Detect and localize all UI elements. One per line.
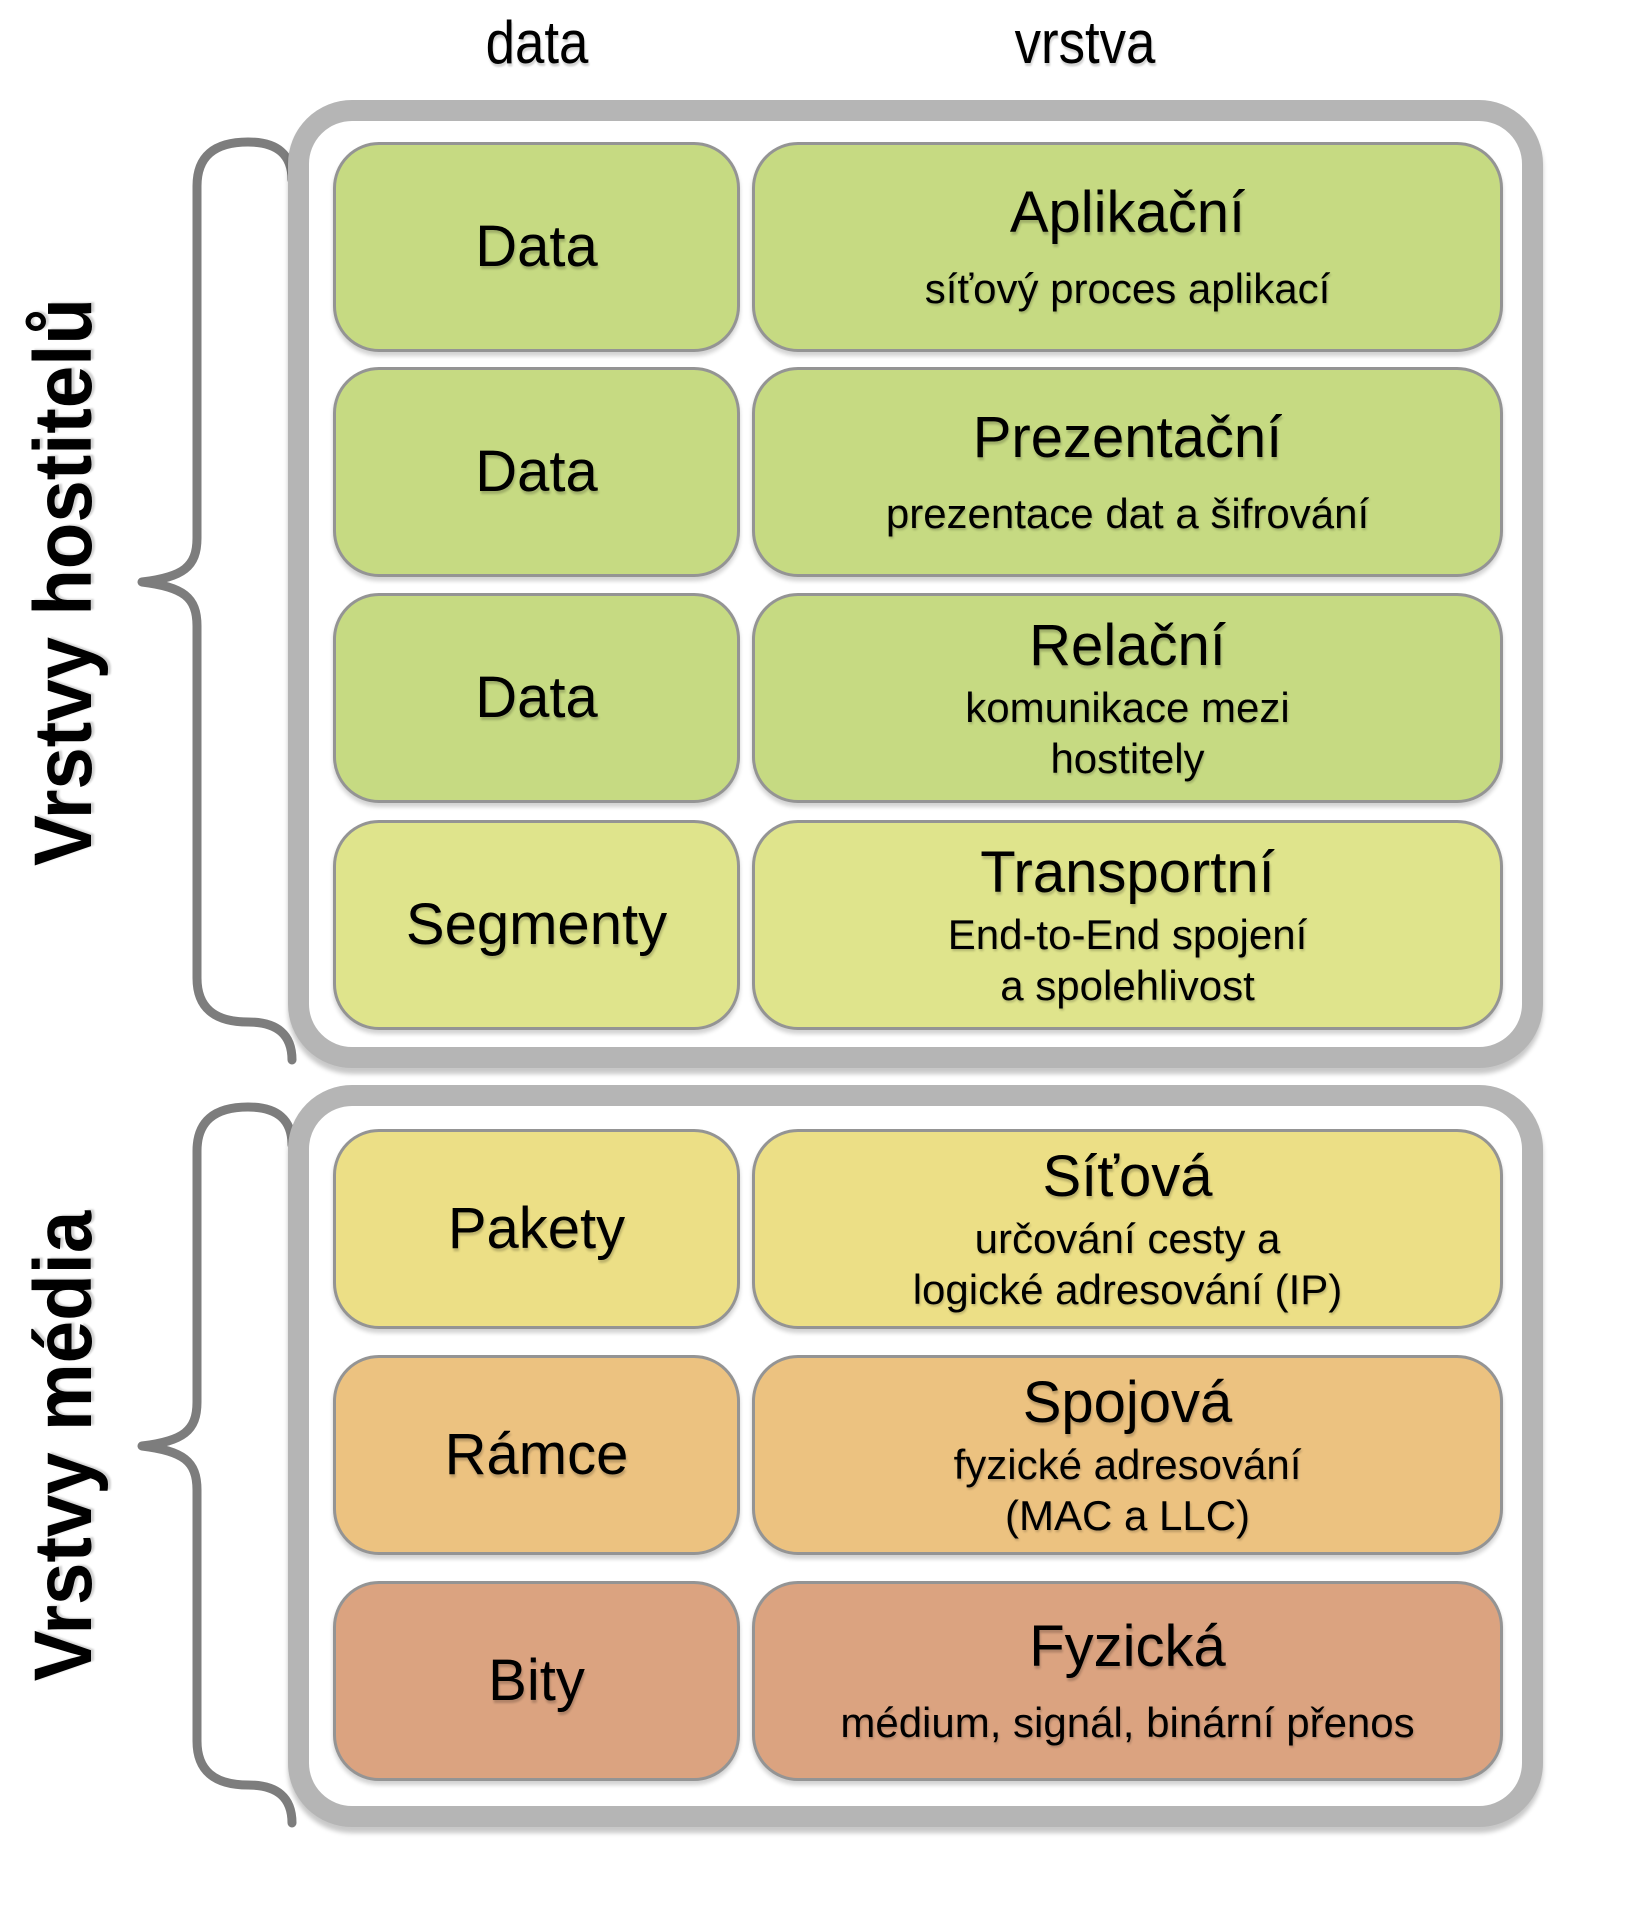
- pdu-label: Rámce: [444, 1421, 629, 1487]
- layer-row-fyzicka: Bity Fyzická médium, signál, binární pře…: [309, 1581, 1522, 1781]
- media-layers-container: Pakety Síťová určování cesty a logické a…: [288, 1085, 1543, 1827]
- layer-title: Relační: [1029, 612, 1226, 678]
- layer-description-line: síťový proces aplikací: [924, 265, 1331, 313]
- side-label-host-layers: Vrstvy hostitelů: [18, 298, 109, 866]
- host-layers-container: Data Aplikační síťový proces aplikací Da…: [288, 100, 1543, 1068]
- layer-row-sitova: Pakety Síťová určování cesty a logické a…: [309, 1129, 1522, 1329]
- layer-title: Fyzická: [1029, 1614, 1226, 1680]
- pdu-label: Bity: [488, 1647, 585, 1713]
- pdu-label: Segmenty: [405, 891, 668, 957]
- pdu-box: Bity: [333, 1581, 740, 1781]
- pdu-box: Data: [333, 142, 740, 352]
- layer-description-line: End-to-End spojení: [947, 911, 1308, 959]
- pdu-box: Rámce: [333, 1355, 740, 1555]
- layer-box: Fyzická médium, signál, binární přenos: [752, 1581, 1503, 1781]
- pdu-box: Data: [333, 367, 740, 577]
- layer-title: Síťová: [1042, 1143, 1213, 1209]
- media-layers-brace: [137, 1102, 297, 1828]
- layer-box: Relační komunikace mezi hostitely: [752, 593, 1503, 803]
- layer-description-line: komunikace mezi: [965, 684, 1290, 732]
- layer-title: Transportní: [980, 839, 1275, 905]
- layer-row-relacni: Data Relační komunikace mezi hostitely: [309, 593, 1522, 803]
- pdu-label: Data: [475, 664, 598, 730]
- layer-description-line: hostitely: [1050, 734, 1205, 782]
- layer-row-transportni: Segmenty Transportní End-to-End spojení …: [309, 820, 1522, 1030]
- layer-description-line: fyzické adresování: [953, 1441, 1302, 1489]
- layer-description-line: určování cesty a: [974, 1215, 1281, 1263]
- pdu-label: Data: [475, 213, 598, 279]
- layer-title: Aplikační: [1009, 180, 1246, 246]
- layer-box: Prezentační prezentace dat a šifrování: [752, 367, 1503, 577]
- layer-description-line: a spolehlivost: [1000, 961, 1255, 1009]
- layer-row-spojova: Rámce Spojová fyzické adresování (MAC a …: [309, 1355, 1522, 1555]
- layer-box: Síťová určování cesty a logické adresová…: [752, 1129, 1503, 1329]
- layer-title: Prezentační: [972, 405, 1283, 471]
- pdu-label: Pakety: [447, 1195, 626, 1261]
- layer-description-line: prezentace dat a šifrování: [885, 490, 1370, 538]
- layer-title: Spojová: [1022, 1369, 1233, 1435]
- host-layers-brace: [137, 137, 297, 1065]
- pdu-box: Pakety: [333, 1129, 740, 1329]
- layer-box: Aplikační síťový proces aplikací: [752, 142, 1503, 352]
- column-header-data: data: [485, 9, 589, 76]
- layer-description-line: logické adresování (IP): [912, 1265, 1343, 1313]
- column-header-vrstva: vrstva: [1014, 9, 1156, 76]
- layer-row-prezentacni: Data Prezentační prezentace dat a šifrov…: [309, 367, 1522, 577]
- layer-box: Spojová fyzické adresování (MAC a LLC): [752, 1355, 1503, 1555]
- layer-description-line: médium, signál, binární přenos: [840, 1699, 1415, 1747]
- layer-box: Transportní End-to-End spojení a spolehl…: [752, 820, 1503, 1030]
- pdu-box: Segmenty: [333, 820, 740, 1030]
- layer-row-aplikacni: Data Aplikační síťový proces aplikací: [309, 142, 1522, 352]
- layer-description-line: (MAC a LLC): [1004, 1491, 1251, 1539]
- side-label-media-layers: Vrstvy média: [18, 1210, 109, 1682]
- pdu-box: Data: [333, 593, 740, 803]
- pdu-label: Data: [475, 438, 598, 504]
